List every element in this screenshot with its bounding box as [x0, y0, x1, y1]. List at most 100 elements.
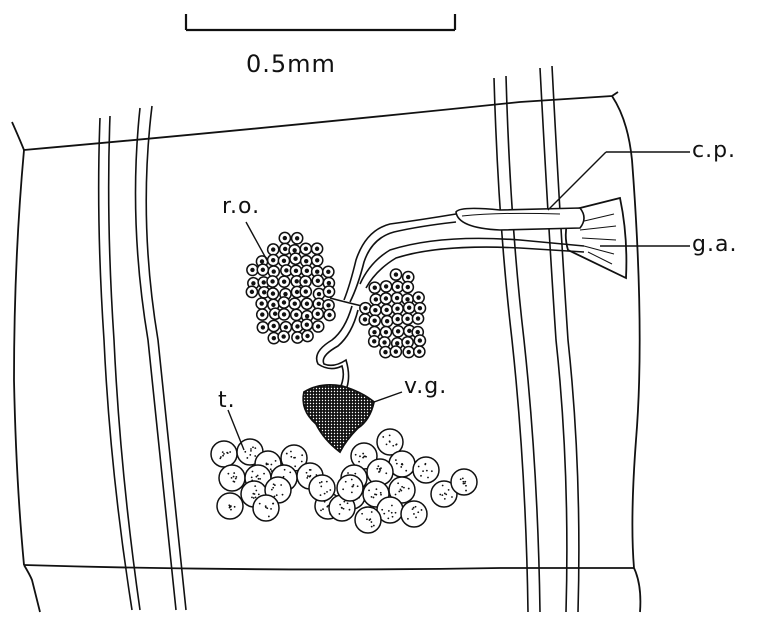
follicle-stipple — [231, 477, 233, 479]
follicle-stipple — [418, 466, 420, 468]
follicle-stipple — [227, 473, 229, 475]
right-longitudinal-bands — [494, 66, 579, 612]
vesicula — [303, 385, 374, 452]
cell-nucleus — [315, 258, 319, 262]
follicle-stipple — [282, 494, 284, 496]
cell-nucleus — [272, 336, 276, 340]
cell-nucleus — [282, 300, 286, 304]
cell-nucleus — [305, 269, 309, 273]
follicle-stipple — [465, 490, 467, 492]
follicle-stipple — [290, 456, 292, 458]
follicle-stipple — [373, 497, 375, 499]
cell-nucleus — [270, 279, 274, 283]
cell-nucleus — [406, 350, 410, 354]
follicle-stipple — [395, 512, 397, 514]
cell-nucleus — [416, 295, 420, 299]
follicle-stipple — [371, 521, 373, 523]
cell-nucleus — [363, 306, 367, 310]
follicle-stipple — [349, 509, 351, 511]
cell-nucleus — [304, 247, 308, 251]
cell-nucleus — [363, 317, 367, 321]
follicle-stipple — [222, 451, 224, 453]
follicle-stipple — [371, 496, 373, 498]
follicle-stipple — [251, 496, 253, 498]
follicle-stipple — [253, 497, 255, 499]
cell-nucleus — [383, 350, 387, 354]
cell-nucleus — [317, 302, 321, 306]
cell-nucleus — [382, 340, 386, 344]
cell-nucleus — [283, 247, 287, 251]
follicle-stipple — [442, 485, 444, 487]
cell-nucleus — [304, 259, 308, 263]
follicle-stipple — [345, 481, 347, 483]
follicle-stipple — [284, 469, 286, 471]
testis-follicle — [337, 475, 363, 501]
cell-nucleus — [295, 324, 299, 328]
follicle-stipple — [230, 505, 232, 507]
follicle-stipple — [326, 491, 328, 493]
follicle-stipple — [341, 507, 343, 509]
follicle-stipple — [275, 460, 277, 462]
follicle-stipple — [326, 481, 328, 483]
follicle-stipple — [255, 490, 257, 492]
follicle-stipple — [320, 509, 322, 511]
cell-nucleus — [407, 306, 411, 310]
follicle-stipple — [374, 493, 376, 495]
cell-nucleus — [396, 285, 400, 289]
follicle-stipple — [364, 455, 366, 457]
cell-nucleus — [373, 308, 377, 312]
cell-nucleus — [272, 269, 276, 273]
cell-nucleus — [316, 312, 320, 316]
follicle-stipple — [378, 471, 380, 473]
cell-nucleus — [396, 329, 400, 333]
label-t: t. — [218, 390, 236, 412]
cell-nucleus — [395, 307, 399, 311]
follicle-stipple — [306, 477, 308, 479]
cell-nucleus — [272, 324, 276, 328]
follicle-stipple — [339, 513, 341, 515]
cell-nucleus — [261, 268, 265, 272]
follicle-stipple — [464, 481, 466, 483]
follicle-stipple — [397, 482, 399, 484]
follicle-stipple — [417, 511, 419, 513]
follicle-stipple — [362, 453, 364, 455]
cell-nucleus — [372, 330, 376, 334]
follicle-stipple — [235, 478, 237, 480]
follicle-stipple — [270, 468, 272, 470]
follicle-stipple — [258, 478, 260, 480]
cell-nucleus — [262, 290, 266, 294]
cell-nucleus — [395, 341, 399, 345]
cell-nucleus — [327, 281, 331, 285]
follicle-stipple — [301, 461, 303, 463]
cell-nucleus — [327, 289, 331, 293]
follicle-stipple — [229, 451, 231, 453]
cell-nucleus — [305, 314, 309, 318]
follicle-stipple — [395, 494, 397, 496]
label-vg: v.g. — [404, 376, 447, 398]
follicle-stipple — [368, 489, 370, 491]
follicle-stipple — [462, 481, 464, 483]
follicle-stipple — [422, 470, 424, 472]
follicle-stipple — [274, 484, 276, 486]
follicle-stipple — [366, 518, 368, 520]
follicle-stipple — [362, 457, 364, 459]
follicle-stipple — [389, 434, 391, 436]
cell-nucleus — [315, 247, 319, 251]
follicle-stipple — [381, 509, 383, 511]
follicle-stipple — [259, 478, 261, 480]
cell-nucleus — [384, 330, 388, 334]
follicle-stipple — [319, 482, 321, 484]
follicle-stipple — [351, 479, 353, 481]
cell-nucleus — [317, 292, 321, 296]
cell-nucleus — [283, 236, 287, 240]
cell-nucleus — [315, 270, 319, 274]
follicle-stipple — [444, 498, 446, 500]
cell-nucleus — [326, 303, 330, 307]
follicle-stipple — [421, 509, 423, 511]
follicle-stipple — [322, 508, 324, 510]
cell-nucleus — [416, 316, 420, 320]
scale-bar-label: 0.5mm — [246, 52, 336, 76]
follicle-stipple — [400, 490, 402, 492]
follicle-stipple — [354, 473, 356, 475]
